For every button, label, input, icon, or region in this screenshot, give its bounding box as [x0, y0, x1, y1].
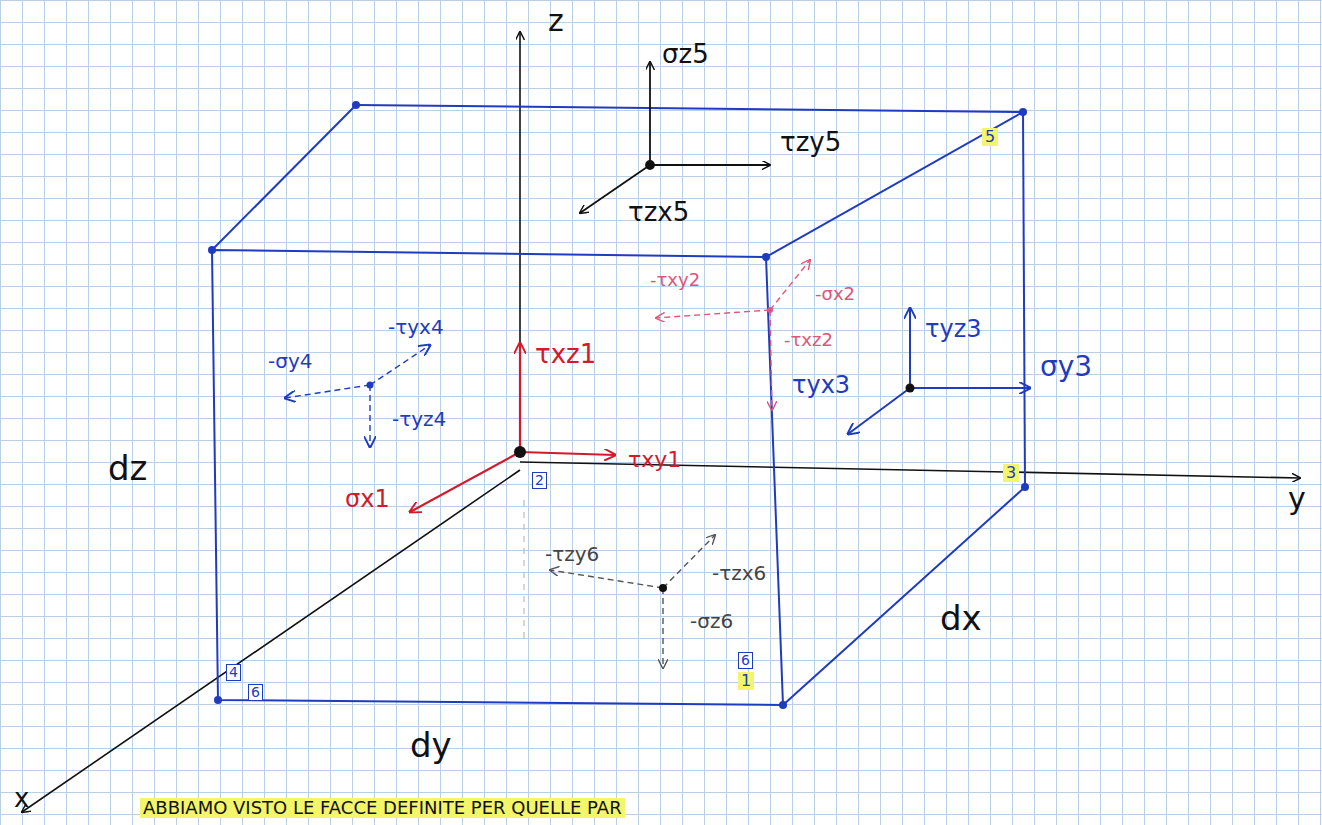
stress-label: -σz6 [690, 610, 733, 632]
stress-label: σz5 [662, 40, 709, 69]
dimension-label: dz [108, 450, 147, 487]
stress-label: -τzx6 [712, 562, 766, 584]
stress-label: -τyz4 [392, 408, 446, 430]
callout-number: 6 [738, 652, 753, 669]
cube [212, 105, 1025, 705]
callout-number: 3 [1003, 464, 1019, 482]
callout-number: 5 [982, 128, 998, 146]
stress-label: τyz3 [925, 316, 982, 342]
stress-label: σx1 [345, 486, 390, 512]
callout-number: 2 [532, 472, 547, 489]
axes [22, 32, 1300, 812]
axis-label: z [548, 4, 564, 37]
stress-label: -τzy6 [545, 543, 599, 565]
stress-label: -τxy2 [650, 270, 700, 290]
hidden-edge [523, 500, 524, 640]
stress-label: τxy1 [628, 448, 681, 472]
note-text: ABBIAMO VISTO LE FACCE DEFINITE PER QUEL… [140, 798, 625, 818]
face5-stresses [580, 62, 770, 213]
callout-number: 1 [738, 672, 754, 690]
stress-label: τxz1 [535, 340, 596, 369]
stress-label: τyx3 [792, 372, 850, 398]
stress-label: -σy4 [268, 350, 312, 372]
dimension-label: dy [410, 727, 452, 764]
axis-label: x [14, 784, 29, 813]
stress-label: τzx5 [628, 198, 689, 227]
stress-label: -σx2 [815, 284, 855, 304]
stress-label: σy3 [1040, 352, 1092, 383]
callout-number: 6 [248, 684, 263, 701]
vertices [208, 101, 1029, 709]
dimension-label: dx [940, 600, 982, 637]
stress-label: -τxz2 [784, 330, 833, 350]
stress-label: τzy5 [780, 128, 841, 157]
callout-number: 4 [226, 664, 241, 681]
axis-label: y [1288, 482, 1306, 515]
face3-stresses [848, 308, 1030, 434]
stress-label: -τyx4 [388, 316, 444, 338]
